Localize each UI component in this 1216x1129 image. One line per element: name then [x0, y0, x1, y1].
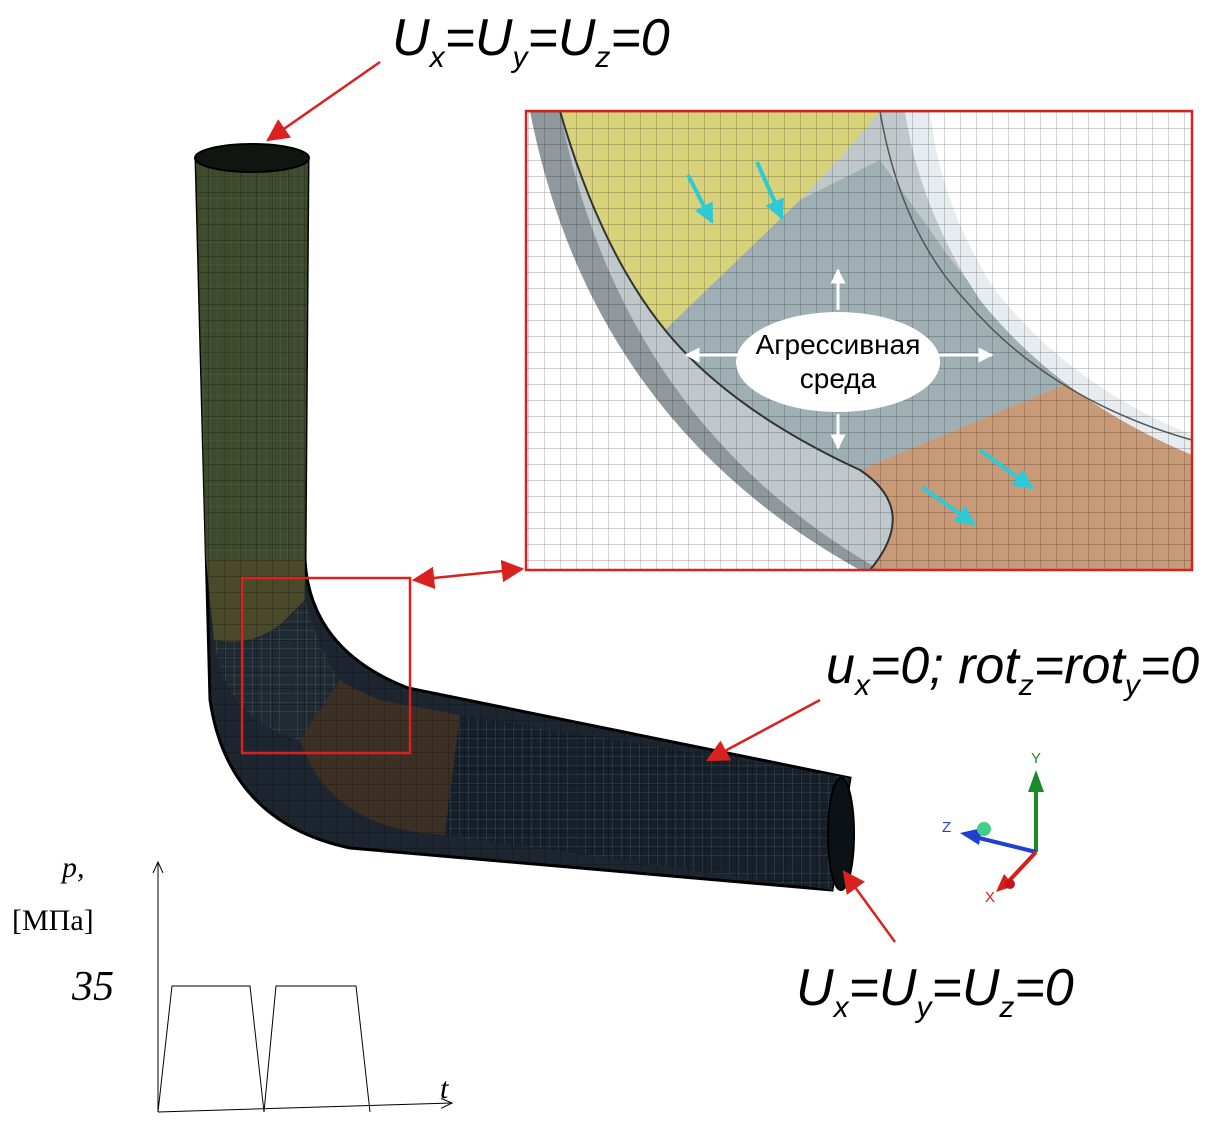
- pipe-top-end: [194, 143, 310, 173]
- inset-frame: [524, 109, 1194, 572]
- y-axis-head: [1028, 770, 1044, 792]
- plot-x-axis: [157, 1103, 452, 1113]
- pipe-model: [194, 143, 855, 892]
- y-axis-label: Y: [1031, 750, 1041, 767]
- zoom-region-box: [240, 576, 412, 755]
- plot-y-unit: [МПа]: [12, 904, 94, 937]
- bc-bottom-arrow: [842, 870, 897, 943]
- x-axis-label: X: [985, 889, 995, 906]
- bc-bottom-label: Ux=Uy=Uz=0: [796, 959, 1074, 1024]
- bc-top: Ux=Uy=Uz=0: [266, 9, 670, 142]
- bc-right-arrow: [706, 698, 821, 762]
- pressure-plot: p, [МПа] 35 t: [12, 851, 452, 1113]
- medium-label-line1: Агрессивная: [756, 329, 921, 360]
- triad-x-ball: [1005, 879, 1015, 889]
- flow-arrows: [686, 161, 1034, 526]
- triad-origin-ball: [977, 822, 991, 836]
- bc-bottom: Ux=Uy=Uz=0: [796, 870, 1074, 1024]
- medium-label-line2: среда: [800, 363, 877, 394]
- plot-y-label: p,: [60, 851, 85, 884]
- x-axis-arrow: [1006, 850, 1038, 884]
- plot-x-label: t: [440, 1072, 449, 1105]
- z-axis-arrow: [974, 835, 1037, 854]
- bc-right: ux=0; rotz=roty=0: [706, 637, 1199, 762]
- bc-top-label: Ux=Uy=Uz=0: [392, 9, 670, 74]
- aggressive-medium-label: Агрессивная среда: [736, 312, 940, 412]
- inset-zoom: Агрессивная среда: [524, 109, 1194, 572]
- pressure-arrows: [684, 268, 994, 450]
- zoom-connector-arrow: [411, 559, 525, 590]
- pressure-cycle-curve: [157, 985, 371, 1113]
- pipe-right-end: [827, 777, 855, 891]
- z-axis-label: Z: [942, 819, 951, 836]
- bc-top-arrow: [266, 60, 381, 142]
- axes-triad: Y Z X: [942, 750, 1044, 906]
- plot-level-label: 35: [71, 964, 114, 1010]
- z-axis-head: [960, 828, 982, 845]
- bc-right-label: ux=0; rotz=roty=0: [826, 637, 1199, 702]
